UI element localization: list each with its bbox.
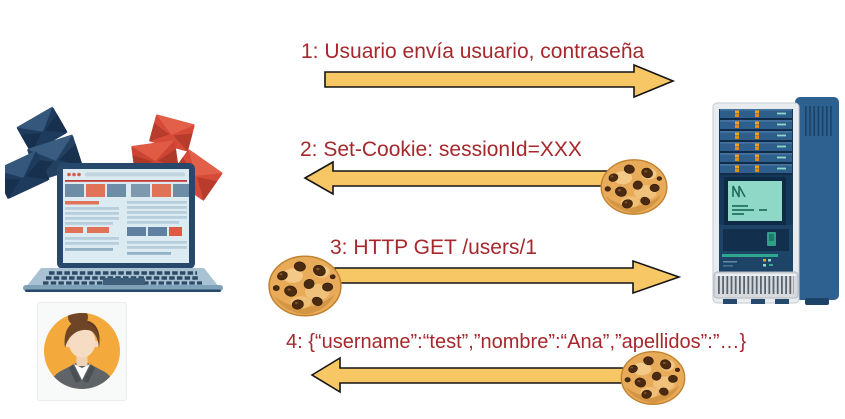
envelope-navy-icon <box>5 106 84 200</box>
message-3-label: 3: HTTP GET /users/1 <box>330 236 537 259</box>
woman-avatar <box>37 302 127 401</box>
cookie-icon <box>620 351 686 405</box>
laptop-with-envelopes-illustration <box>5 106 223 292</box>
server-rack-leds <box>720 109 792 175</box>
message-1-arrow-right-icon <box>324 63 676 99</box>
cookie-icon <box>268 255 342 317</box>
laptop-icon <box>23 163 223 292</box>
cookie-icon <box>600 159 668 215</box>
message-4-arrow-left-icon <box>310 356 657 394</box>
server-control-panel <box>719 225 793 272</box>
server-tower-illustration <box>712 97 839 305</box>
message-1-label: 1: Usuario envía usuario, contraseña <box>301 40 645 63</box>
envelope-red-icon <box>131 114 223 201</box>
server-screen <box>724 177 786 225</box>
message-3-arrow-right-icon <box>334 259 682 295</box>
message-2-label: 2: Set-Cookie: sessionId=XXX <box>300 138 582 161</box>
message-4-label: 4: {“username”:“test”,”nombre”:“Ana”,”ap… <box>286 331 747 353</box>
